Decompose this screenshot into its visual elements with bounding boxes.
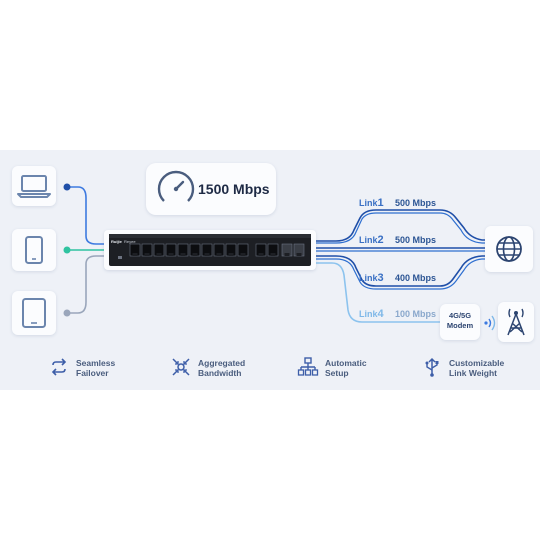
feature-line2: Failover (76, 368, 109, 378)
modem-line1: 4G/5G (448, 311, 472, 320)
link1-wire (314, 209, 490, 242)
network-tree-icon (297, 357, 319, 376)
failover-arrows-icon (51, 358, 67, 376)
port-tab (144, 253, 150, 256)
cell-tower-icon (507, 308, 525, 336)
port-tab (180, 253, 186, 256)
power-led (118, 256, 122, 259)
feature-line2: Setup (325, 368, 349, 378)
usb-branch-icon (425, 357, 439, 377)
tablet-dot (63, 309, 71, 317)
router-brand: Ruijie (111, 239, 122, 244)
modem-label: 4G/5G Modem (443, 311, 477, 331)
modem-line2: Modem (446, 321, 474, 330)
tablet-wire (67, 255, 112, 314)
modem-card[interactable] (440, 304, 480, 340)
port-tab (258, 253, 264, 256)
speed-label: 1500 Mbps (198, 181, 270, 197)
feature-line1: Automatic (325, 358, 367, 368)
tablet-icon (22, 298, 46, 328)
laptop-icon (17, 175, 51, 198)
tower-card[interactable] (498, 302, 534, 342)
feature-line1: Aggregated (198, 358, 246, 368)
link3-wire-b (314, 258, 490, 290)
feature-line2: Bandwidth (198, 368, 242, 378)
link2-speed: 500 Mbps (395, 235, 437, 245)
port-tab (132, 253, 138, 256)
phone-dot (63, 246, 71, 254)
phone-card[interactable] (12, 229, 56, 271)
link3-speed: 400 Mbps (395, 273, 437, 283)
port-tab (204, 253, 210, 256)
feature-line1: Seamless (76, 358, 116, 368)
speed-card (146, 163, 276, 215)
tablet-card[interactable] (12, 291, 56, 335)
phone-icon (25, 236, 43, 264)
aggregation-icon (172, 358, 190, 376)
link4-speed: 100 Mbps (395, 309, 437, 319)
laptop-card[interactable] (12, 166, 56, 206)
link4-label: Link4 (359, 308, 384, 320)
link4-wire (314, 262, 440, 323)
router-sub-brand: Reyee (124, 239, 136, 244)
port-tab (168, 253, 174, 256)
port-tab (284, 253, 290, 256)
link1-wire-b (314, 212, 490, 244)
speedometer-icon (157, 170, 195, 208)
wifi-signal-icon (484, 315, 496, 331)
router-device (109, 234, 311, 266)
feature-line2: Link Weight (449, 368, 498, 378)
link1-label: Link1 (359, 197, 384, 209)
feature-line1: Customizable (449, 358, 505, 368)
link1-speed: 500 Mbps (395, 198, 437, 208)
port-tab (228, 253, 234, 256)
internet-card[interactable] (485, 226, 533, 272)
globe-icon (496, 236, 522, 262)
laptop-wire (67, 186, 112, 245)
port-tab (296, 253, 302, 256)
port-tab (270, 253, 276, 256)
link2-label: Link2 (359, 234, 384, 246)
port-tab (192, 253, 198, 256)
port-tab (156, 253, 162, 256)
link3-label: Link3 (359, 272, 384, 284)
link3-wire (314, 255, 490, 287)
port-tab (240, 253, 246, 256)
ethernet-ports (129, 243, 305, 257)
laptop-dot (63, 183, 71, 191)
port-tab (216, 253, 222, 256)
